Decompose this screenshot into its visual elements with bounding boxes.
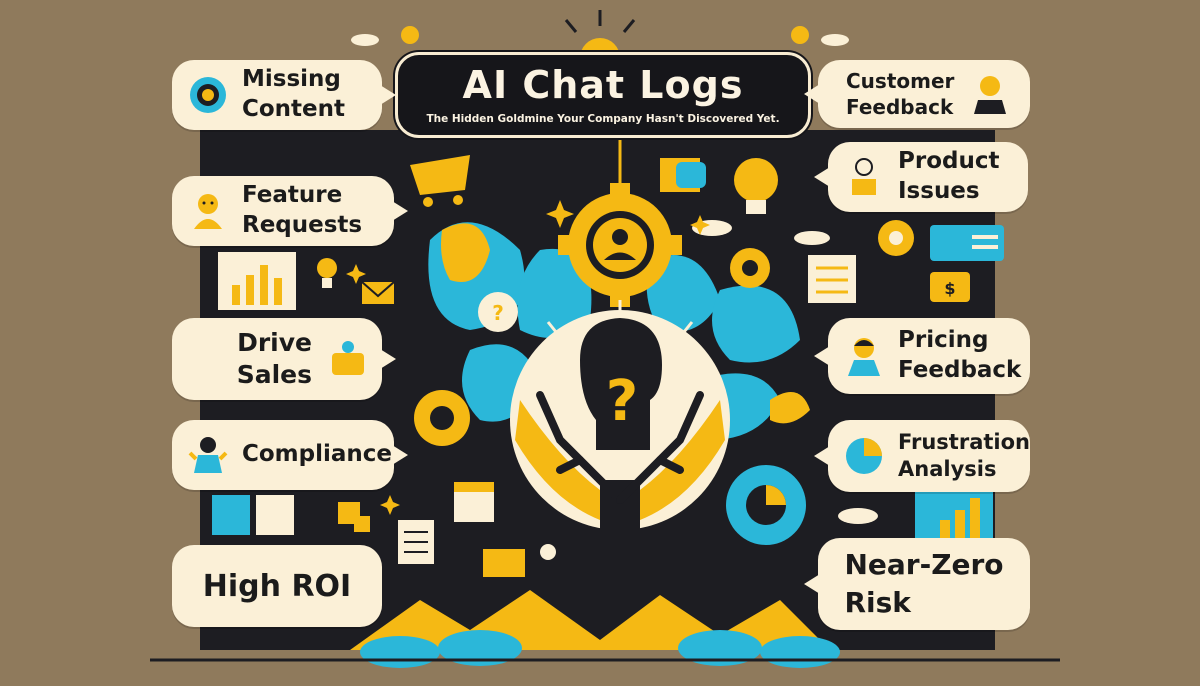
page-subtitle: The Hidden Goldmine Your Company Hasn't … — [426, 113, 780, 125]
bubble-frustration-analysis: Frustration Analysis — [814, 420, 1030, 492]
bubble-label: Product Issues — [898, 148, 1000, 204]
lightbulb-big-icon — [734, 158, 778, 214]
chat-bubble-icon: ? — [478, 292, 518, 332]
bubble-label: Missing Content — [242, 66, 346, 122]
bar-chart-icon — [218, 252, 296, 310]
notepad-icon — [808, 255, 856, 303]
gear-right-icon — [730, 248, 770, 288]
question-mark: ? — [606, 369, 638, 434]
bubble-compliance: Compliance — [172, 420, 408, 490]
leaf-icon — [770, 392, 810, 424]
bubble-label: Pricing Feedback — [898, 327, 1022, 383]
svg-text:$: $ — [944, 279, 955, 298]
card-icon — [930, 225, 1004, 261]
bubble-label: Customer Feedback — [846, 69, 955, 119]
chart-gear-icon — [726, 465, 806, 545]
calendar-icon — [454, 482, 494, 522]
person-icon — [194, 194, 222, 229]
picture-frame-icon — [481, 544, 556, 579]
bubble-pricing-feedback: Pricing Feedback — [814, 318, 1030, 394]
bubble-product-issues: Product Issues — [814, 142, 1028, 212]
bubble-label: Frustration Analysis — [898, 429, 1030, 481]
envelope-icon — [361, 281, 395, 304]
location-pin-icon — [878, 220, 914, 256]
svg-text:?: ? — [492, 301, 504, 325]
bubble-label: Feature Requests — [242, 182, 363, 238]
dollar-icon: $ — [930, 272, 970, 302]
bubble-customer-feedback: Customer Feedback — [804, 60, 1030, 128]
bubble-label: High ROI — [202, 568, 352, 604]
gear-small-icon — [414, 390, 470, 446]
document-panel-icon — [212, 495, 294, 535]
support-agent-icon — [852, 158, 876, 195]
bubble-feature-requests: Feature Requests — [172, 176, 408, 246]
page-title: AI Chat Logs — [462, 63, 744, 107]
gear-person-icon — [558, 183, 682, 307]
worker-icon — [188, 437, 228, 473]
checklist-icon — [398, 520, 434, 564]
puzzle-icon — [338, 502, 370, 532]
wallet-icon — [332, 341, 364, 375]
bubble-label: Compliance — [242, 441, 393, 468]
question-head-icon: ? — [580, 318, 662, 450]
title-banner: AI Chat Logs The Hidden Goldmine Your Co… — [395, 52, 811, 138]
cart-icon — [410, 155, 470, 207]
bubble-near-zero-risk: Near-Zero Risk — [804, 538, 1030, 630]
bubble-missing-content: Missing Content — [172, 60, 396, 130]
globe-icon — [846, 438, 882, 474]
target-icon — [190, 77, 226, 113]
lightbulb-icon — [317, 258, 337, 288]
bubble-drive-sales: Drive Sales — [172, 318, 396, 400]
bubble-label: Near-Zero Risk — [844, 548, 1004, 619]
folder-icon — [660, 158, 706, 192]
woman-icon — [848, 338, 880, 376]
customer-icon — [974, 76, 1007, 114]
bubble-high-roi: High ROI — [172, 545, 382, 627]
bubble-label: Drive Sales — [236, 327, 312, 390]
parrot-icon — [441, 223, 490, 282]
